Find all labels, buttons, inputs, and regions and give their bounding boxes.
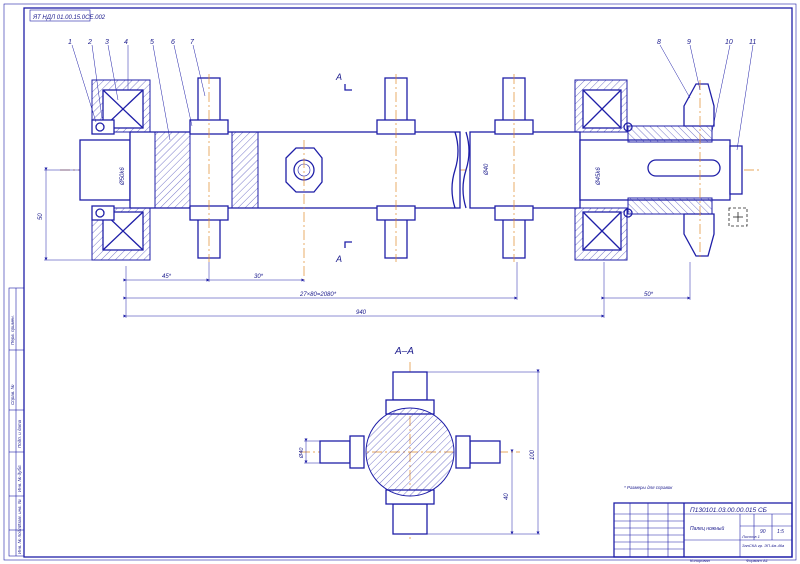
callout-5: 5 [150, 39, 154, 46]
section-mark-bottom: А [335, 254, 342, 264]
side-label-1: Справ. № [10, 384, 15, 405]
copied: Копировал [690, 558, 711, 563]
callout-10: 10 [725, 39, 733, 46]
callout-2: 2 [87, 39, 92, 46]
inner-frame [23, 7, 793, 558]
dim-sec-h2: 40 [504, 493, 510, 500]
side-label-0: Перв. примен. [10, 315, 15, 345]
callout-9: 9 [687, 39, 691, 46]
section-mark: А А [335, 72, 352, 264]
title-block: П130101.03.00.00.015 СБ Палец ножный 90 … [613, 502, 793, 563]
shaft [79, 125, 743, 215]
dim-tail: 50* [644, 292, 654, 298]
top-stamp: ЯТ НДЛ 01.00.15.0СЕ.002 [32, 15, 106, 21]
side-label-2: Подп. и дата [17, 419, 22, 448]
sprocket [683, 80, 715, 260]
top-stamp-box [29, 9, 91, 22]
section-title: А–А [394, 346, 414, 357]
callouts: 1 2 3 4 5 6 7 8 9 10 11 [68, 39, 756, 151]
crosshair-cursor-icon [728, 207, 748, 227]
sheets: Листов 1 [741, 534, 760, 539]
side-label-3: Инв. № дубл. [17, 464, 22, 492]
dim-seg2: 30* [254, 274, 264, 280]
side-strip: Перв. примен. Справ. № Подп. и дата Инв.… [8, 287, 25, 557]
side-label-6: Инв. № подл. [17, 526, 22, 554]
callout-1: 1 [68, 39, 72, 46]
outer-border [3, 3, 797, 561]
note: * Размеры для справок [624, 485, 673, 490]
dim-h-left: 50 [38, 213, 44, 220]
dim-total: 940 [356, 310, 367, 316]
callout-6: 6 [171, 39, 175, 46]
callout-3: 3 [105, 39, 109, 46]
org: ЗапСКА гр. ЭП-4м-46а [742, 543, 785, 548]
dim-d-mid: Ø40 [484, 163, 490, 176]
section-view [300, 362, 520, 542]
pin-2 [376, 74, 416, 262]
callout-8: 8 [657, 39, 661, 46]
part-name: Палец ножный [690, 525, 724, 532]
dim-sec-d: Ø40 [299, 447, 305, 459]
dim-d-left: Ø50k6 [120, 167, 126, 186]
dim-sec-h1: 100 [530, 449, 536, 460]
pin-1 [189, 74, 229, 262]
scale: 1:5 [777, 529, 784, 535]
callout-11: 11 [749, 39, 756, 46]
pin-3 [494, 74, 534, 262]
callout-7: 7 [190, 39, 195, 46]
dim-seg1: 45* [162, 274, 172, 280]
side-label-4: Взам. инв. № [17, 499, 22, 527]
hex-nut [285, 140, 323, 280]
callout-4: 4 [124, 39, 128, 46]
dimensions: 50 Ø50k6 Ø40 Ø45k6 45* 30* 27×80=2080* 5… [38, 163, 691, 318]
dim-d-right: Ø45k6 [596, 167, 602, 186]
right-bearing [574, 79, 633, 261]
dim-pitch: 27×80=2080* [299, 292, 337, 298]
left-bearing [91, 79, 151, 261]
doc-code: П130101.03.00.00.015 СБ [690, 507, 767, 514]
section-mark-top: А [335, 72, 342, 82]
mass: 90 [760, 529, 766, 535]
format: Формат A1 [746, 558, 768, 563]
section-dimensions: Ø40 100 40 [299, 369, 540, 535]
